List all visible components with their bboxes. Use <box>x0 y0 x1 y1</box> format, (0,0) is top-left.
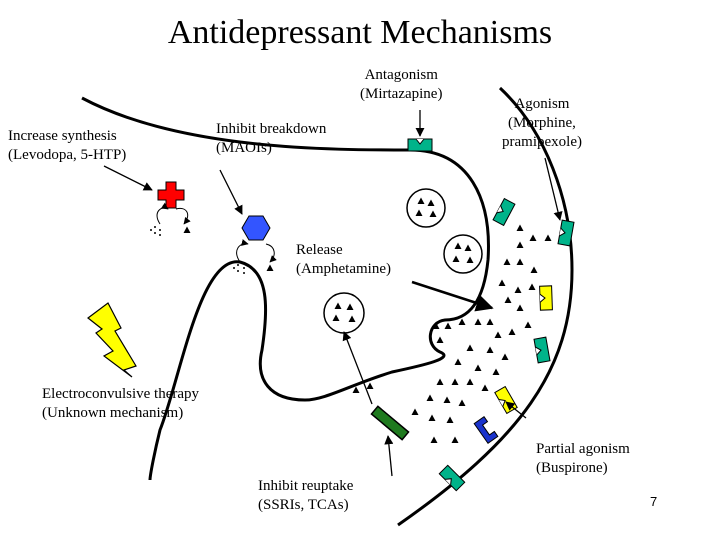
ect-label: Electroconvulsive therapy (Unknown mecha… <box>42 385 199 423</box>
receptor-icon <box>533 336 551 364</box>
postsynaptic-membrane <box>397 86 574 527</box>
ect-label-line2: (Unknown mechanism) <box>42 405 184 421</box>
neurotransmitter-icon <box>183 226 191 233</box>
antagonism-label: Antagonism (Mirtazapine) <box>360 66 442 104</box>
inhibit-breakdown-line2: (MAOIs) <box>216 140 272 156</box>
page-number: 7 <box>650 494 658 509</box>
inhibit-reuptake-label: Inhibit reuptake (SSRIs, TCAs) <box>258 477 353 515</box>
receptor-icon <box>438 464 466 492</box>
synthesis-reaction-arrows <box>156 202 169 225</box>
release-label-line1: Release <box>296 242 343 258</box>
inhibit-breakdown-line1: Inhibit breakdown <box>216 121 327 137</box>
vesicle-icon <box>406 188 446 228</box>
release-label: Release (Amphetamine) <box>296 241 391 279</box>
antagonism-label-line2: (Mirtazapine) <box>360 86 443 102</box>
increase-synthesis-line1: Increase synthesis <box>8 128 117 144</box>
blue-receptor-icon <box>473 416 499 444</box>
partial-agonism-label: Partial agonism (Buspirone) <box>536 440 630 478</box>
receptor-icon <box>492 197 516 227</box>
increase-synthesis-label: Increase synthesis (Levodopa, 5-HTP) <box>8 127 126 165</box>
release-label-line2: (Amphetamine) <box>296 261 391 277</box>
partial-agonist-receptor-icon <box>539 285 553 311</box>
fusing-vesicle-neurotransmitters <box>432 322 452 343</box>
increase-synthesis-line2: (Levodopa, 5-HTP) <box>8 147 127 163</box>
inhibit-reuptake-line2: (SSRIs, TCAs) <box>258 497 349 513</box>
cross-enzyme-icon <box>157 181 185 209</box>
vesicle-icon <box>323 292 365 334</box>
transporter-icon <box>370 405 410 441</box>
agonism-label-line2: (Morphine, <box>508 115 576 131</box>
inhibit-breakdown-label: Inhibit breakdown (MAOIs) <box>216 120 326 158</box>
precursor-dots <box>150 226 161 236</box>
partial-agonism-line2: (Buspirone) <box>536 460 608 476</box>
antagonism-label-line1: Antagonism <box>364 67 438 83</box>
metabolite-dots <box>233 264 245 274</box>
agonism-label-line1: Agonism <box>514 96 570 112</box>
partial-agonism-line1: Partial agonism <box>536 441 630 457</box>
agonism-label-line3: pramipexole) <box>502 134 582 150</box>
slide-title: Antidepressant Mechanisms <box>167 14 553 51</box>
agonism-label: Agonism (Morphine, pramipexole) <box>502 95 582 152</box>
partial-agonist-receptor-icon <box>494 385 518 415</box>
lightning-bolt-icon <box>87 302 137 378</box>
ect-label-line1: Electroconvulsive therapy <box>42 386 200 402</box>
inhibit-reuptake-line1: Inhibit reuptake <box>258 478 354 494</box>
pointer-arrows <box>103 110 563 477</box>
vesicle-icon <box>443 234 483 274</box>
receptor-icon <box>557 219 575 247</box>
hexagon-enzyme-icon <box>241 215 271 241</box>
breakdown-reaction-arrows <box>236 239 249 263</box>
neurotransmitter-icon <box>266 264 274 271</box>
